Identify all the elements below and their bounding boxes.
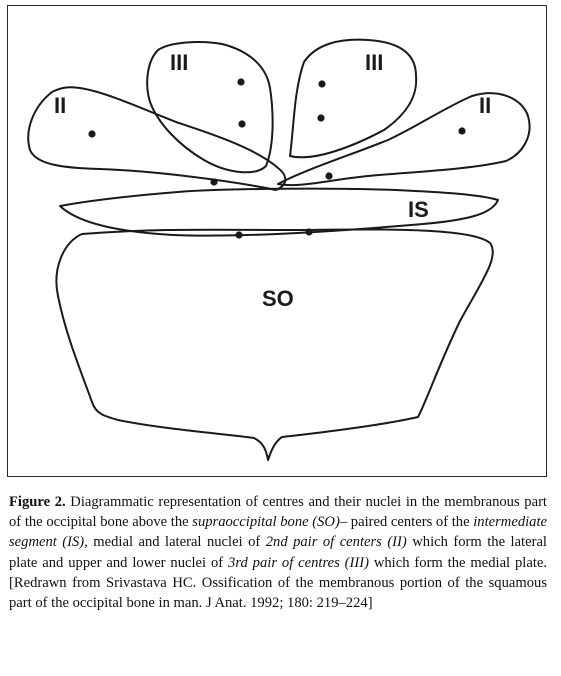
label-ii-right: II (479, 93, 491, 118)
is-outline (59, 187, 499, 237)
nucleus-dot (88, 130, 96, 138)
label-ii-left: II (54, 93, 66, 118)
label-iii-right: III (365, 50, 383, 75)
caption-term-so: supraoccipital bone (SO) (192, 514, 340, 531)
caption-label: Figure 2. (9, 494, 66, 510)
figure-panel: II III III II IS SO (7, 5, 547, 477)
caption-text: – paired centers of the (339, 514, 474, 531)
label-so: SO (262, 286, 294, 311)
nucleus-dot (325, 172, 333, 180)
label-iii-left: III (170, 50, 188, 75)
nucleus-dot (458, 127, 466, 135)
nucleus-dot (210, 178, 218, 186)
figure-caption: Figure 2. Diagrammatic representation of… (9, 492, 547, 613)
nucleus-dot (238, 120, 246, 128)
nuclei (88, 78, 466, 239)
nucleus-dot (237, 78, 245, 86)
so-outline (55, 228, 494, 461)
caption-term-iii: 3rd pair of centres (III) (228, 554, 369, 571)
iii-right-outline (289, 38, 418, 159)
ii-left-outline (27, 86, 287, 191)
iii-left-outline (146, 41, 274, 174)
label-is: IS (408, 197, 429, 222)
caption-text: Diagrammatic representation of centres a… (9, 494, 547, 531)
caption-term-ii: 2nd pair of centers (II) (265, 534, 407, 551)
occipital-diagram: II III III II IS SO (27, 38, 531, 461)
nucleus-dot (305, 228, 313, 236)
caption-term-is: intermediate segment (IS) (9, 514, 547, 551)
caption-text: , medial and lateral nuclei of (84, 534, 266, 551)
nucleus-dot (318, 80, 326, 88)
nucleus-dot (235, 231, 243, 239)
caption-text: which form the lateral plate and upper a… (9, 534, 547, 571)
ii-right-outline (277, 92, 531, 187)
nucleus-dot (317, 114, 325, 122)
caption-text: which form the medial plate. [Redrawn fr… (9, 554, 548, 612)
